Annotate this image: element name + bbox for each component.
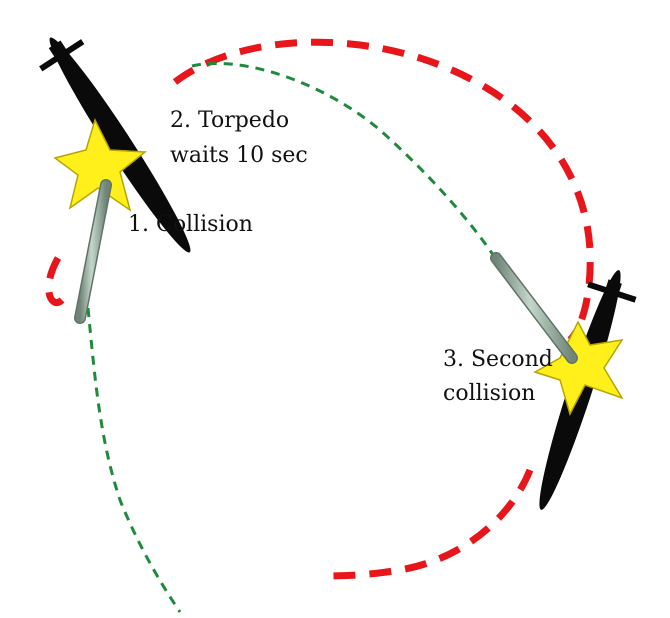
- second-collision-label-line2: collision: [443, 381, 535, 406]
- torpedo-path: [86, 61, 500, 613]
- submarine-path: [45, 38, 594, 580]
- collision-1-label: 1. Collision: [128, 212, 253, 237]
- torpedo-wait-label-line2: waits 10 sec: [170, 143, 308, 168]
- second-collision-label-line1: 3. Second: [443, 347, 553, 372]
- torpedo-wait-label-line1: 2. Torpedo: [170, 108, 289, 133]
- submarine-1: [39, 37, 191, 253]
- torpedo-1: [74, 179, 112, 324]
- collision-star-2: [533, 320, 624, 417]
- collision-star-1: [53, 117, 147, 212]
- torpedo-2: [490, 252, 578, 364]
